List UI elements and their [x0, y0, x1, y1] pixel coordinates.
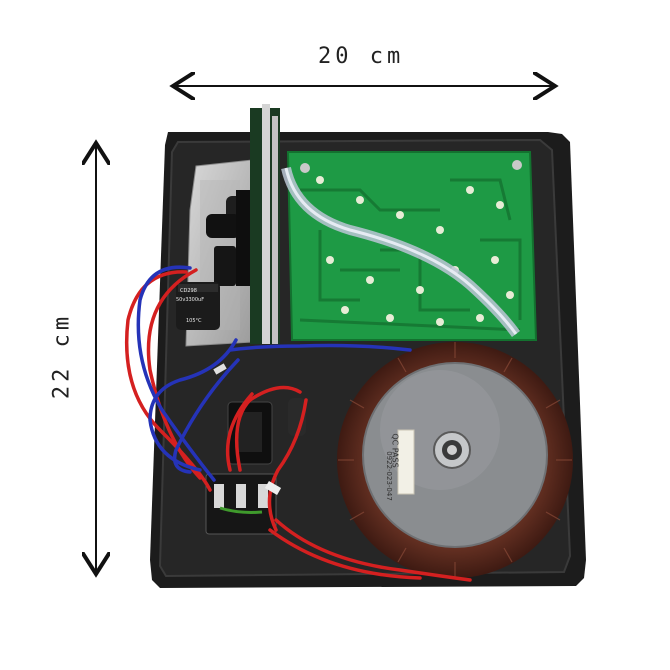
small-capacitor-2 [206, 214, 240, 238]
winding-texture [338, 342, 572, 578]
filter-capacitor-top [178, 284, 218, 292]
cable-tie [264, 481, 282, 495]
capacitor-temp-text: 105°C [186, 318, 202, 324]
cable-tie-2 [213, 363, 227, 375]
earth-wire [219, 506, 263, 514]
inlet-terminal-1 [214, 484, 224, 508]
vertical-pcb-edge [262, 104, 270, 344]
qc-label-sticker [397, 429, 415, 495]
red-wires [124, 268, 472, 582]
filter-capacitor [176, 282, 220, 330]
height-dimension-label: 22 cm [49, 312, 75, 400]
vertical-pcb-edge-2 [272, 116, 278, 344]
power-switch-rocker [238, 412, 262, 452]
inlet-terminal-2 [236, 484, 246, 508]
mounting-bolt [447, 445, 457, 455]
small-component [214, 246, 236, 286]
dip-component [236, 190, 250, 286]
transformer-code-text: 0922-023-047 [384, 451, 393, 501]
inlet-terminal-3 [258, 484, 268, 508]
pcb-solder-pads [300, 160, 522, 326]
capacitor-rating-text: 50v3300uF [176, 297, 205, 303]
capacitor-brand-text: CD298 [180, 288, 197, 294]
blue-wires [136, 265, 412, 482]
width-dimension-label: 20 cm [318, 44, 405, 69]
ribbon-cable-shine [284, 167, 518, 335]
